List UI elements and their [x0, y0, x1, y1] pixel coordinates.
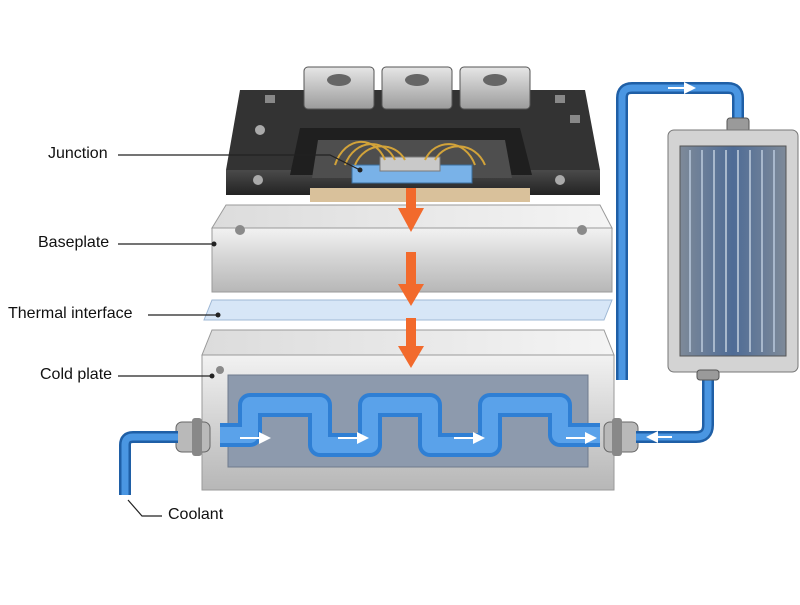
pin [555, 95, 565, 103]
mounting-hole [253, 175, 263, 185]
heat-flow-arrows [398, 188, 424, 368]
label-thermal-interface: Thermal interface [8, 305, 133, 322]
label-baseplate: Baseplate [38, 234, 110, 251]
terminal-right [459, 66, 531, 110]
label-cold-plate: Cold plate [40, 366, 113, 383]
return-tube-fill [636, 372, 712, 441]
inlet-fitting [175, 418, 211, 456]
heat-arrow-2 [398, 252, 424, 306]
inlet-tube-fill [121, 433, 178, 495]
outlet-fitting [603, 418, 639, 456]
thermal-interface-leader-dot [215, 312, 221, 318]
power-module [226, 66, 600, 202]
coolant-channel-cavity [227, 374, 589, 468]
pin [570, 115, 580, 123]
wire-bond [434, 145, 486, 166]
pin [265, 95, 275, 103]
baseplate-leader-dot [211, 241, 217, 247]
thermal-interface-pad [203, 299, 613, 321]
cold-plate [201, 329, 615, 491]
coolant-leader-line [127, 499, 162, 517]
terminal-left [303, 66, 375, 110]
wire-bond [344, 143, 396, 166]
wire-bond [334, 140, 386, 166]
mounting-hole [555, 175, 565, 185]
inlet-tube [119, 431, 178, 495]
heat-arrow-3 [398, 318, 424, 368]
copper-substrate [310, 188, 530, 202]
cold-plate-leader-dot [209, 373, 215, 379]
return-tube [636, 372, 714, 443]
radiator [667, 117, 799, 381]
heat-arrow-1 [398, 188, 424, 232]
die-chip [379, 156, 441, 172]
junction-leader-dot [357, 167, 363, 173]
mounting-hole [255, 125, 265, 135]
serpentine-coolant-fill [220, 397, 600, 453]
label-coolant: Coolant [168, 506, 224, 523]
junction-leader-line [118, 154, 361, 171]
label-junction: Junction [48, 145, 108, 162]
terminal-middle [381, 66, 453, 110]
wire-bond [354, 145, 406, 166]
wire-bond [424, 143, 476, 166]
